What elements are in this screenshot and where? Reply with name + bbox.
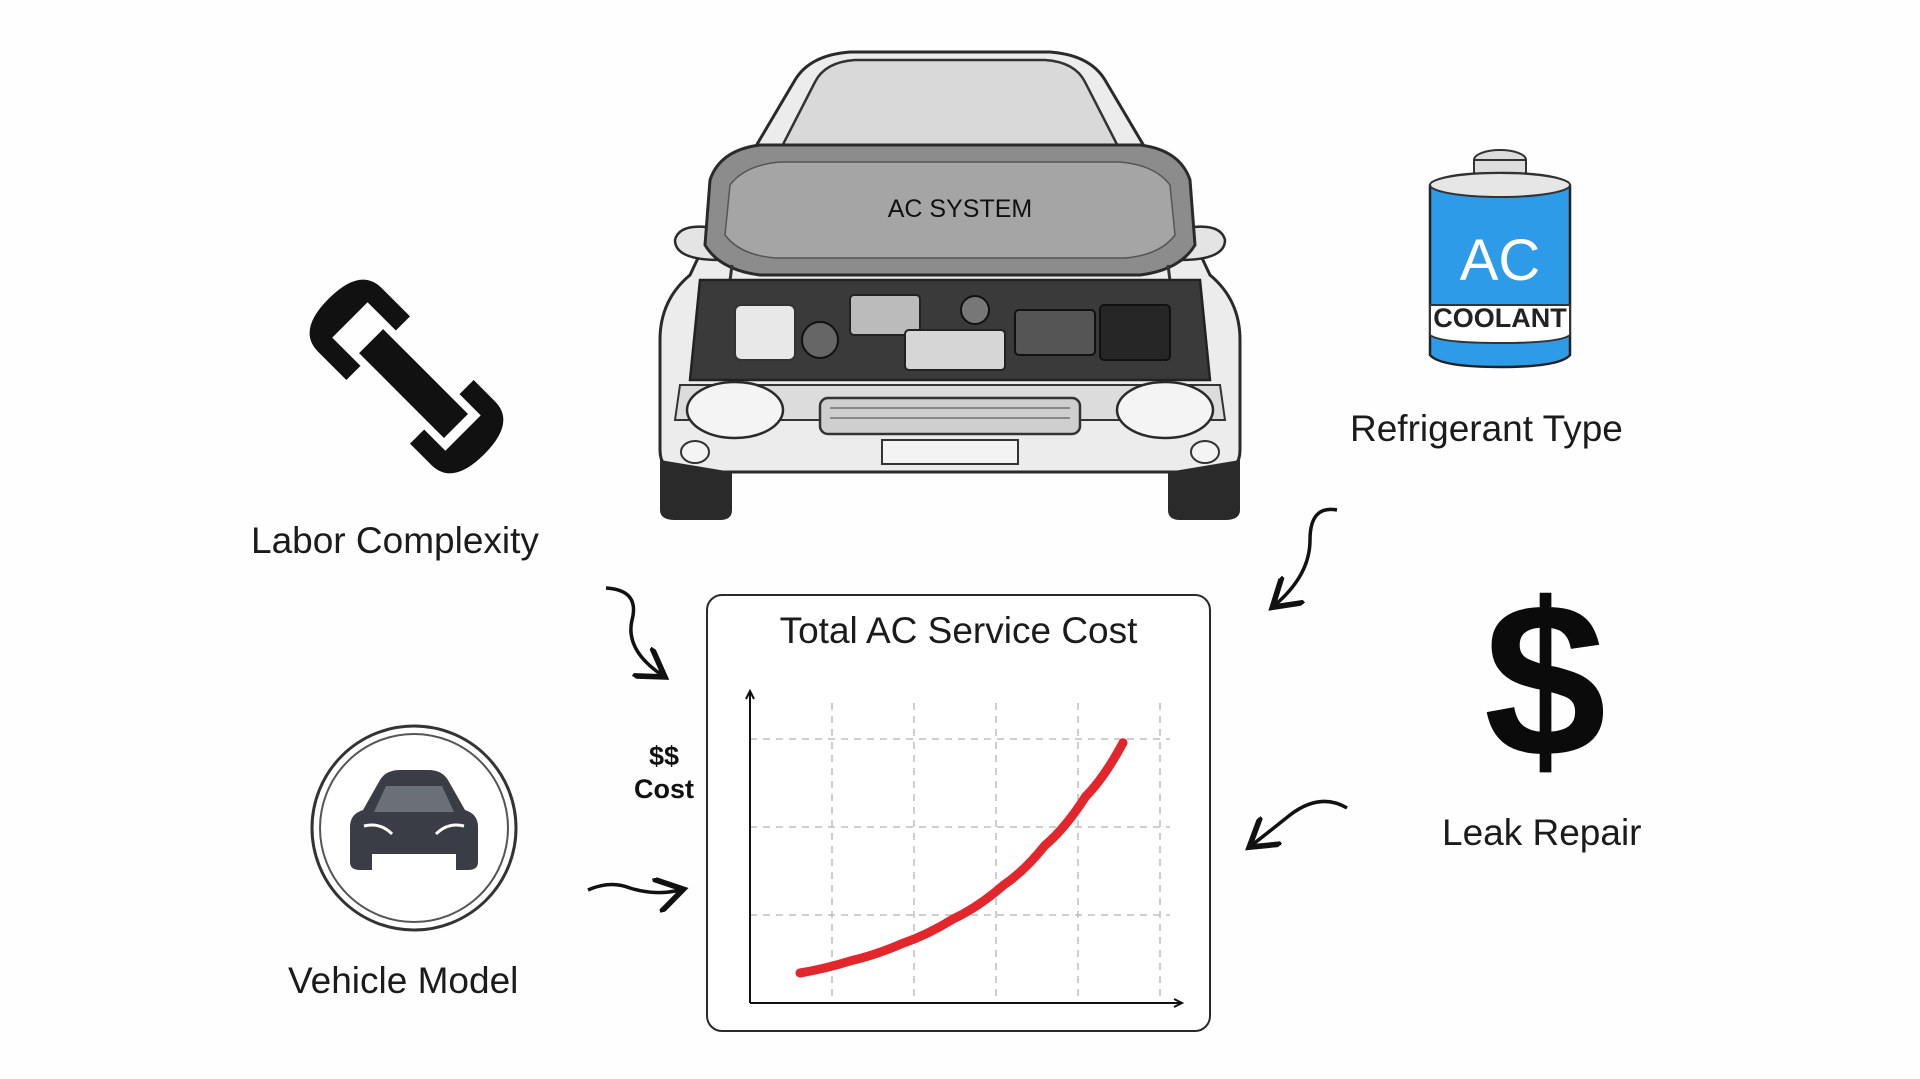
label-leak-repair: Leak Repair [1442, 812, 1642, 853]
chart-ylabel: $$ Cost [626, 740, 702, 806]
arrow-labor [605, 586, 662, 675]
arrow-refrigerant [1275, 507, 1338, 605]
chart-title: Total AC Service Cost [779, 610, 1138, 651]
arrow-vehicle [587, 884, 680, 892]
arrow-leak [1252, 799, 1348, 845]
label-labor-complexity: Labor Complexity [251, 520, 539, 561]
chart-box [706, 594, 1211, 1032]
label-vehicle-model: Vehicle Model [288, 960, 519, 1001]
wrench-icon [309, 279, 504, 474]
ylabel-symbol: $$ [648, 741, 680, 771]
hood-text: AC SYSTEM [888, 195, 1032, 223]
ylabel-text: Cost [634, 774, 694, 804]
label-refrigerant-type: Refrigerant Type [1350, 408, 1623, 449]
x-axis-arrow [1173, 998, 1185, 1008]
car-illustration: AC SYSTEM [658, 50, 1242, 520]
y-axis-arrow [745, 688, 755, 700]
chart-plot [745, 688, 1185, 1008]
can-small-text: COOLANT [1433, 303, 1567, 333]
coolant-can: AC COOLANT [1420, 135, 1580, 375]
series-line [795, 738, 1128, 978]
dollar-sign-icon: $ [1483, 557, 1607, 803]
can-big-text: AC [1459, 228, 1541, 293]
vehicle-icon [310, 724, 518, 932]
